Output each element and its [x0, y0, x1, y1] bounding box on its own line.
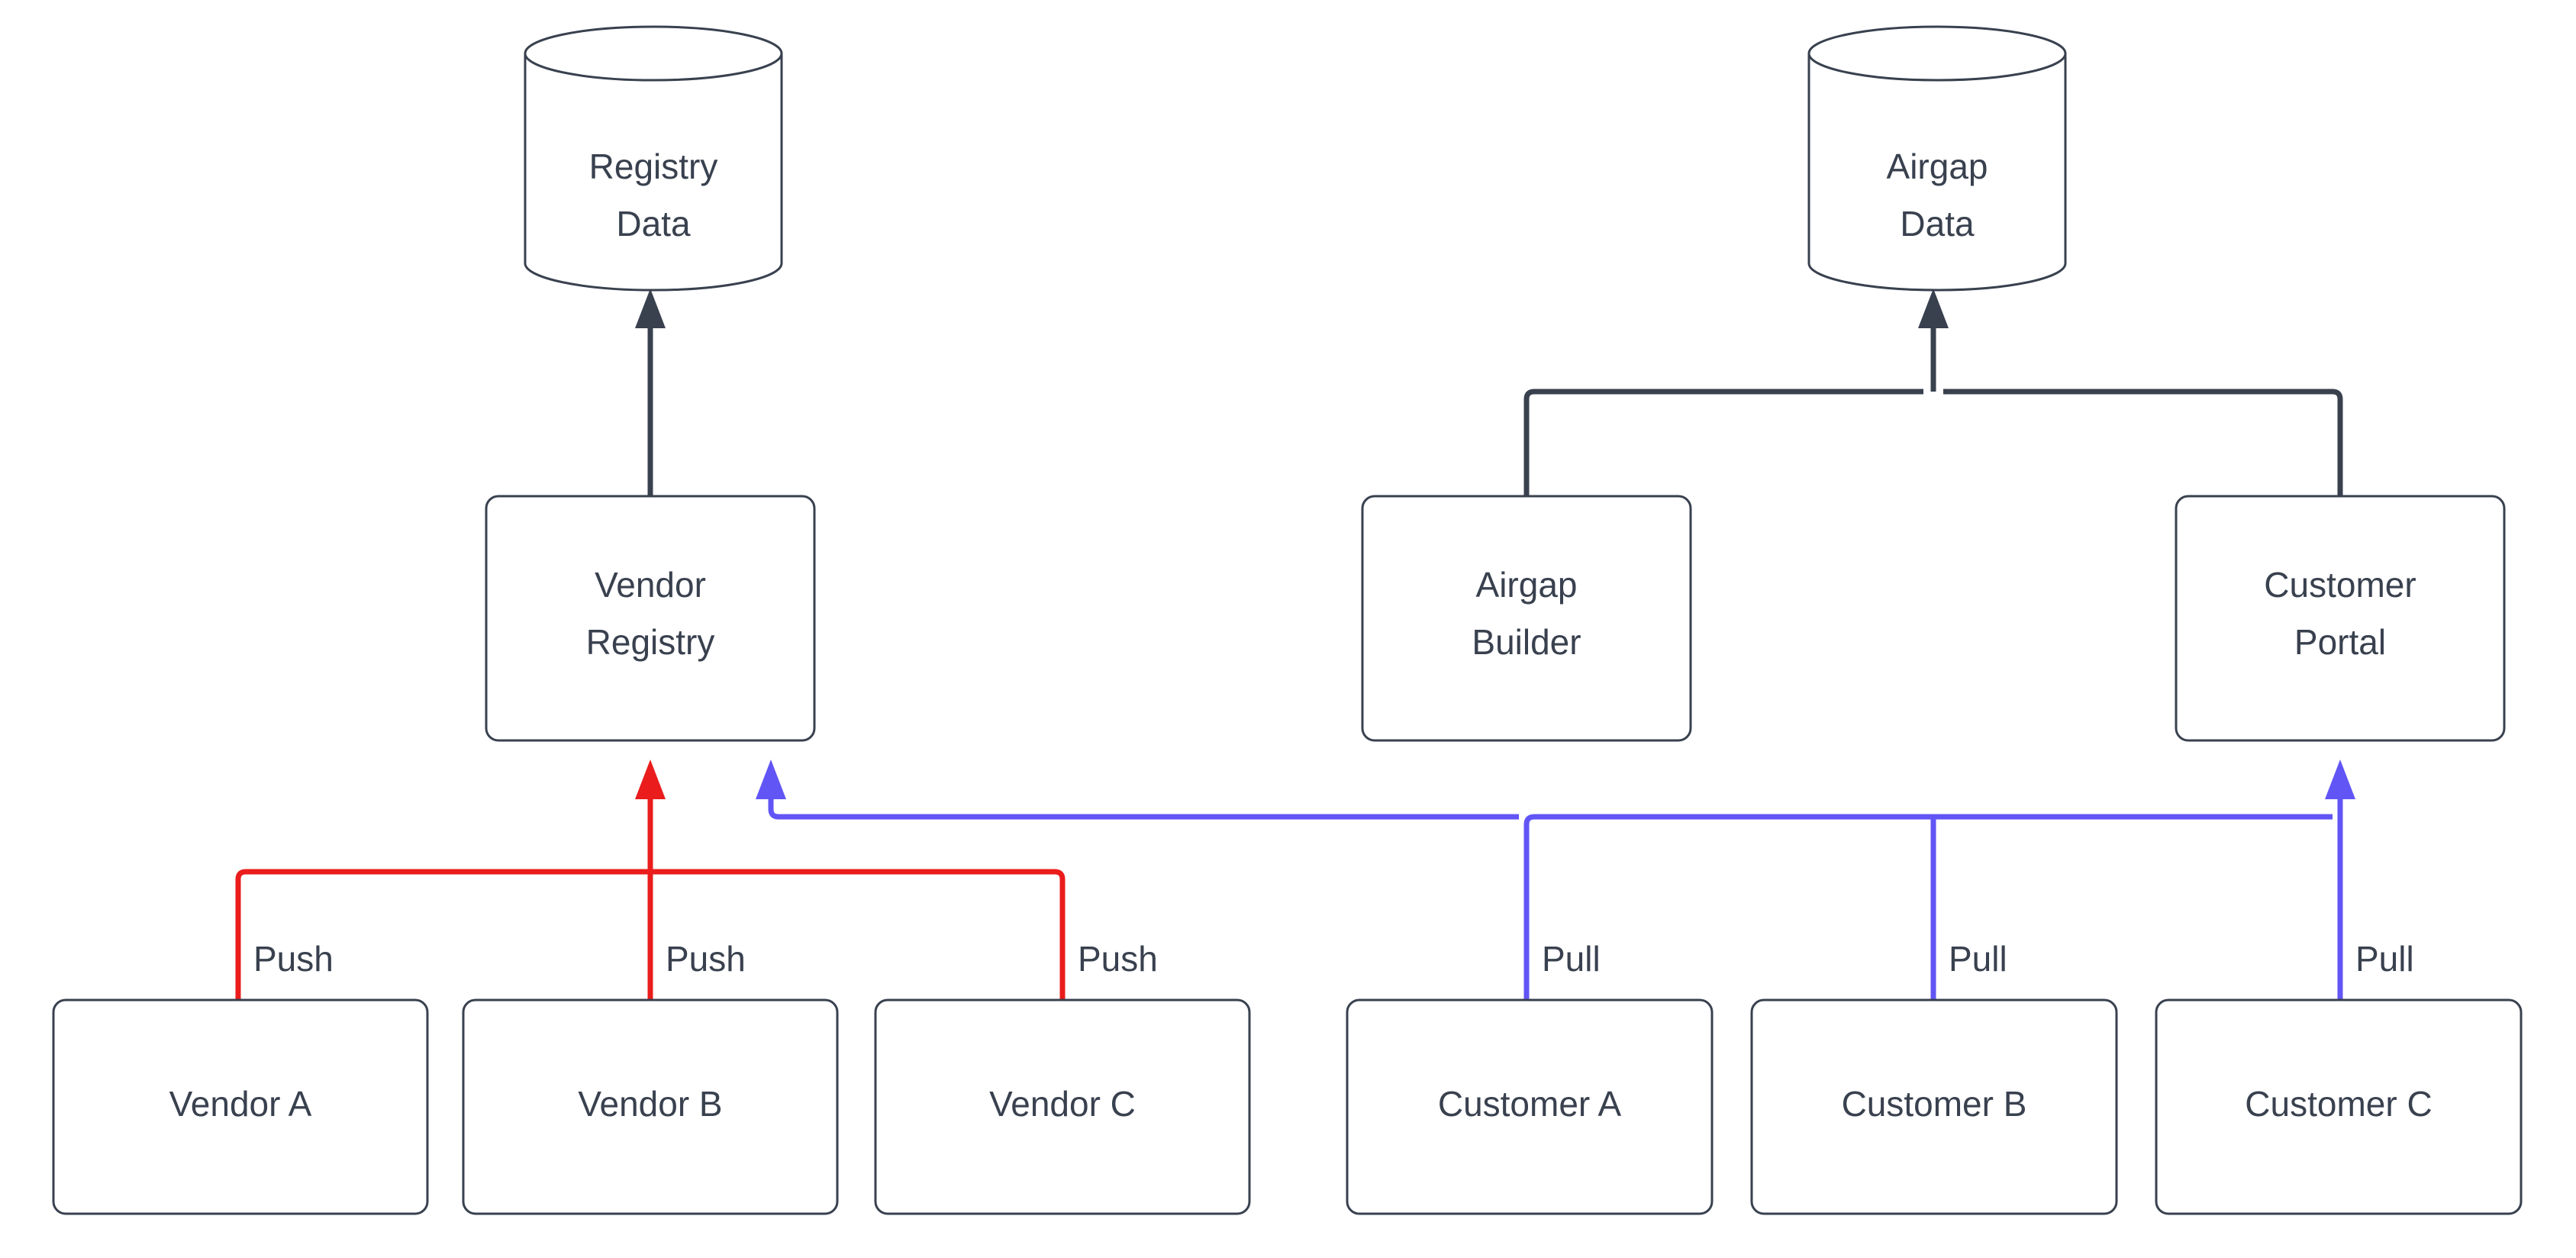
- node-airgap-builder[interactable]: Airgap Builder: [1361, 495, 1692, 742]
- node-customer-c-label: Customer C: [2245, 1084, 2432, 1124]
- node-customer-portal-line2: Portal: [2294, 622, 2386, 662]
- datastore-registry-data-line1: Registry: [589, 147, 718, 186]
- datastore-registry-data[interactable]: Registry Data: [524, 25, 783, 292]
- node-airgap-builder-line1: Airgap: [1476, 565, 1578, 605]
- node-customer-a-label: Customer A: [1438, 1084, 1622, 1124]
- edge-label-push-vendor-a: Push: [253, 939, 334, 979]
- node-vendor-registry[interactable]: Vendor Registry: [485, 495, 816, 742]
- node-vendor-a-label: Vendor A: [169, 1084, 312, 1124]
- node-vendor-b[interactable]: Vendor B: [462, 998, 839, 1215]
- edge-label-pull-customer-a: Pull: [1542, 939, 1601, 979]
- node-vendor-b-label: Vendor B: [578, 1084, 722, 1124]
- edge-label-push-vendor-b: Push: [666, 939, 746, 979]
- datastore-registry-data-line2: Data: [616, 204, 691, 244]
- edge-pull-customer-c-to-portal: [2325, 760, 2355, 1000]
- node-customer-portal-line1: Customer: [2264, 565, 2416, 605]
- datastore-airgap-data-line1: Airgap: [1887, 147, 1988, 186]
- node-customer-c[interactable]: Customer C: [2155, 998, 2523, 1215]
- edge-customer-portal-to-airgap-data: [1943, 389, 2343, 496]
- edge-label-pull-customer-c: Pull: [2355, 939, 2414, 979]
- edge-label-push-vendor-c: Push: [1078, 939, 1158, 979]
- edge-push-bus: [235, 869, 1066, 1000]
- node-vendor-registry-line2: Registry: [586, 622, 715, 662]
- node-customer-a[interactable]: Customer A: [1346, 998, 1714, 1215]
- edge-airgap-data-riser: [1918, 289, 1949, 392]
- node-customer-portal[interactable]: Customer Portal: [2175, 495, 2506, 742]
- node-vendor-c-label: Vendor C: [989, 1084, 1136, 1124]
- edge-airgap-builder-to-airgap-data: [1523, 389, 1923, 496]
- node-customer-b[interactable]: Customer B: [1750, 998, 2118, 1215]
- node-vendor-a[interactable]: Vendor A: [52, 998, 429, 1215]
- edge-vendor-registry-to-registry-data: [635, 289, 666, 496]
- edge-push-riser-to-vendor-registry: [635, 760, 666, 872]
- datastore-airgap-data[interactable]: Airgap Data: [1807, 25, 2067, 292]
- node-airgap-builder-line2: Builder: [1472, 622, 1581, 662]
- edge-pull-bus: [756, 760, 2333, 1000]
- edge-label-pull-customer-b: Pull: [1949, 939, 2007, 979]
- node-vendor-c[interactable]: Vendor C: [874, 998, 1251, 1215]
- datastore-airgap-data-line2: Data: [1900, 204, 1975, 244]
- node-customer-b-label: Customer B: [1842, 1084, 2027, 1124]
- node-vendor-registry-line1: Vendor: [595, 565, 706, 605]
